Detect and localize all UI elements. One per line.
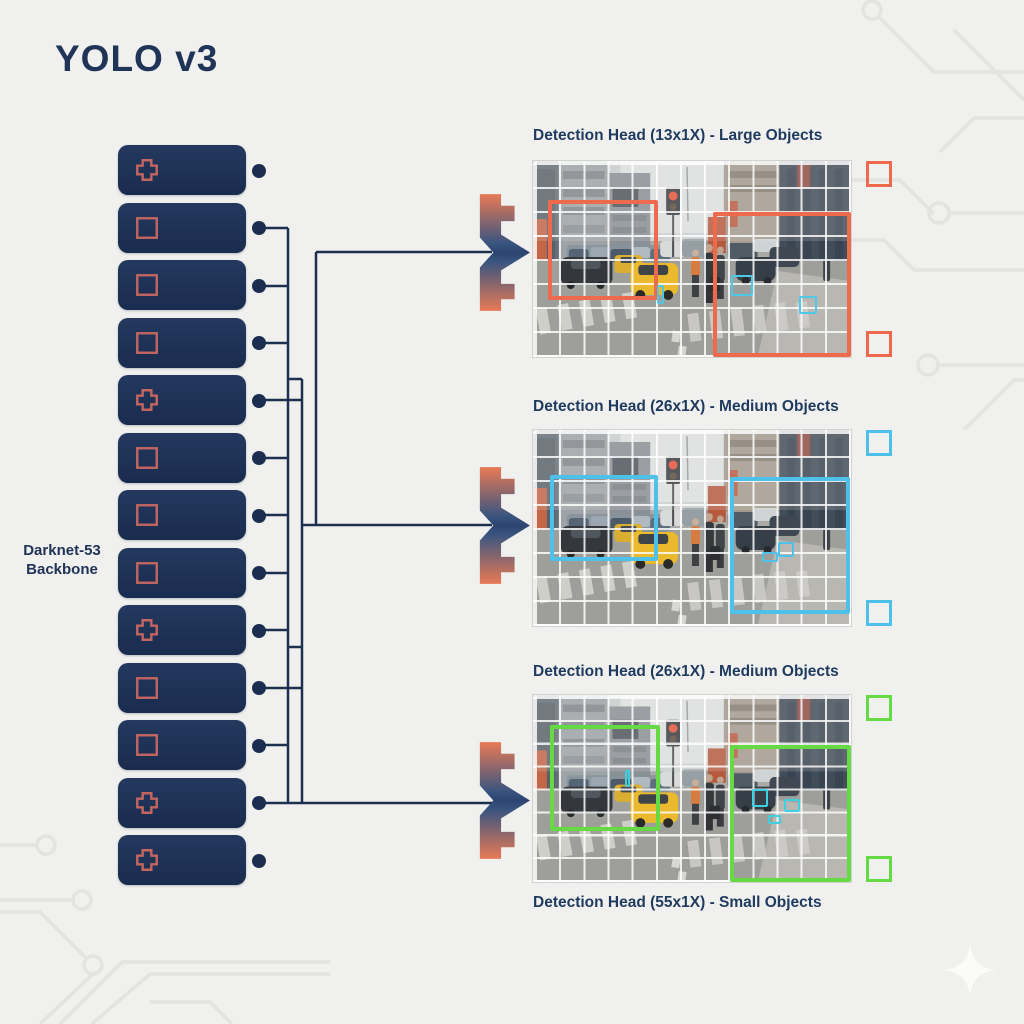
head3-image bbox=[533, 695, 851, 882]
flow-arrow-1 bbox=[479, 194, 530, 311]
square-icon bbox=[136, 274, 158, 296]
square-icon bbox=[136, 331, 158, 354]
backbone-block bbox=[118, 835, 246, 885]
block-connector-dot bbox=[252, 508, 266, 523]
backbone-block bbox=[118, 202, 246, 253]
bounding-box bbox=[625, 769, 630, 787]
backbone-label: Darknet-53 Backbone bbox=[6, 541, 118, 579]
head1-title: Detection Head (13x1X) - Large Objects bbox=[533, 127, 823, 144]
bounding-box bbox=[731, 274, 754, 297]
block-connector-dot bbox=[252, 623, 266, 638]
backbone-block bbox=[118, 720, 246, 770]
square-icon bbox=[136, 561, 158, 584]
backbone-block bbox=[118, 662, 246, 713]
bounding-box bbox=[761, 551, 778, 563]
head3-anchor-box-top bbox=[866, 695, 892, 721]
circuit-pattern-bottom-left bbox=[0, 834, 330, 1024]
block-connector-dot bbox=[252, 393, 266, 408]
bounding-box bbox=[768, 814, 782, 825]
backbone-block bbox=[118, 145, 246, 195]
cross-icon bbox=[136, 791, 158, 814]
flow-arrow-2 bbox=[479, 467, 530, 584]
bounding-box bbox=[550, 724, 661, 832]
head1-image bbox=[533, 161, 851, 357]
bounding-box bbox=[730, 477, 851, 615]
block-connector-dot bbox=[252, 221, 266, 235]
head1-anchor-box-top bbox=[866, 161, 892, 187]
backbone-block bbox=[118, 432, 246, 483]
head3-anchor-box-bottom bbox=[866, 856, 892, 882]
cross-icon bbox=[136, 619, 158, 641]
square-icon bbox=[136, 216, 158, 239]
backbone-block bbox=[118, 605, 246, 655]
head1-anchor-box-bottom bbox=[866, 331, 892, 357]
square-icon bbox=[136, 676, 158, 699]
head1-grid-overlay bbox=[533, 161, 851, 357]
block-connector-dot bbox=[252, 738, 266, 753]
circuit-pattern-top-right bbox=[844, 0, 1024, 430]
head2-image bbox=[533, 430, 851, 626]
cross-icon bbox=[136, 849, 158, 871]
square-icon bbox=[136, 504, 158, 526]
bounding-box bbox=[549, 475, 658, 562]
block-connector-dot bbox=[252, 451, 266, 465]
block-connector-dot bbox=[252, 681, 266, 695]
head1-detection-boxes bbox=[533, 161, 851, 357]
block-connector-dot bbox=[252, 796, 266, 810]
backbone-block bbox=[118, 777, 246, 828]
bounding-box bbox=[657, 285, 664, 305]
backbone-label-line1: Darknet-53 bbox=[23, 542, 101, 559]
backbone-block bbox=[118, 375, 246, 425]
flow-arrow-3 bbox=[479, 742, 530, 859]
backbone-block bbox=[118, 317, 246, 368]
head3-footer-title: Detection Head (55x1X) - Small Objects bbox=[533, 894, 822, 911]
head2-detection-boxes bbox=[533, 430, 851, 626]
bounding-box bbox=[799, 296, 817, 314]
backbone-block bbox=[118, 490, 246, 540]
bounding-box bbox=[712, 211, 851, 357]
block-connector-dot bbox=[252, 566, 266, 580]
block-connector-dot bbox=[252, 163, 266, 178]
head3-title: Detection Head (26x1X) - Medium Objects bbox=[533, 663, 839, 680]
head2-anchor-box-bottom bbox=[866, 600, 892, 626]
page-title: YOLO v3 bbox=[55, 38, 219, 79]
bounding-box bbox=[547, 200, 658, 301]
head2-title: Detection Head (26x1X) - Medium Objects bbox=[533, 398, 839, 415]
square-icon bbox=[136, 446, 158, 469]
block-connector-dot bbox=[252, 853, 266, 868]
sparkle-icon bbox=[944, 944, 996, 996]
bounding-box bbox=[730, 745, 851, 882]
bounding-box bbox=[752, 788, 769, 808]
square-icon bbox=[136, 734, 158, 756]
block-connector-dot bbox=[252, 336, 266, 350]
backbone-block bbox=[118, 547, 246, 598]
backbone-block bbox=[118, 260, 246, 310]
cross-icon bbox=[136, 389, 158, 411]
backbone-label-line2: Backbone bbox=[26, 561, 98, 578]
bounding-box bbox=[777, 541, 794, 558]
head3-detection-boxes bbox=[533, 695, 851, 882]
head2-anchor-box-top bbox=[866, 430, 892, 456]
bounding-box bbox=[784, 798, 801, 812]
cross-icon bbox=[136, 159, 158, 181]
block-connector-dot bbox=[252, 278, 266, 293]
